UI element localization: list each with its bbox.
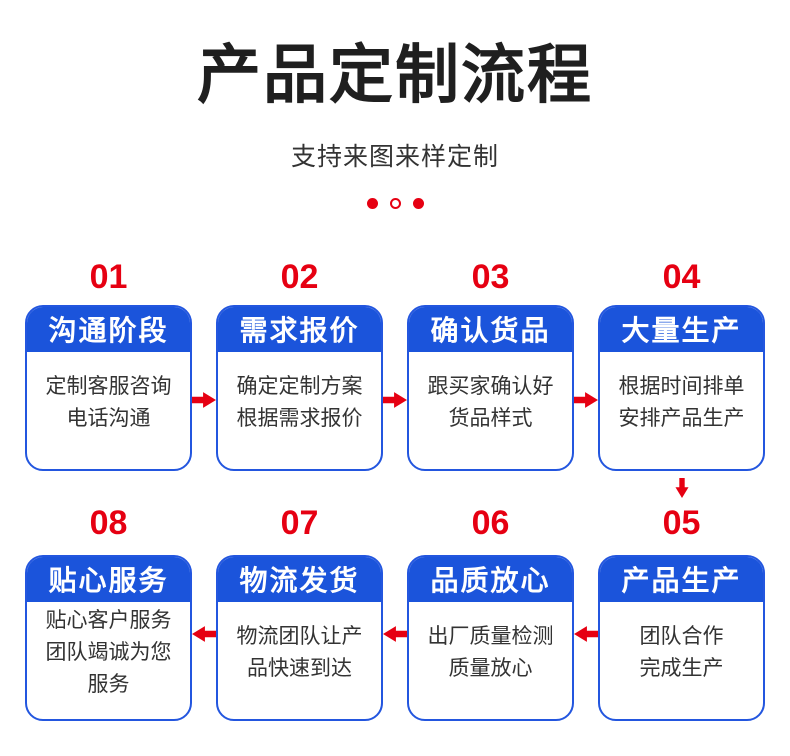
step-number-01: 01: [89, 258, 128, 296]
step-card-title: 产品生产: [600, 557, 763, 602]
step-card-05: 产品生产 团队合作 完成生产: [598, 555, 765, 721]
step-card-desc: 贴心客户服务 团队竭诚为您 服务: [45, 608, 172, 696]
step-card-title: 物流发货: [218, 557, 381, 602]
step-card-07: 物流发货 物流团队让产 品快速到达: [216, 555, 383, 721]
dot-indicators: [0, 198, 790, 209]
arrow-left-icon: [192, 555, 216, 721]
step-card-desc: 团队合作 完成生产: [639, 624, 724, 680]
step-card-01: 沟通阶段 定制客服咨询 电话沟通: [25, 305, 192, 471]
step-card-desc: 确定定制方案 根据需求报价: [236, 374, 363, 430]
step-card-desc: 出厂质量检测 质量放心: [427, 624, 554, 680]
step-card-row-1: 沟通阶段 定制客服咨询 电话沟通 需求报价 确定定制方案 根据需求报价 确认货品…: [25, 305, 765, 471]
step-card-03: 确认货品 跟买家确认好 货品样式: [407, 305, 574, 471]
step-card-title: 贴心服务: [27, 557, 190, 602]
step-number-03: 03: [471, 258, 510, 296]
step-card-title: 品质放心: [409, 557, 572, 602]
step-card-title: 沟通阶段: [27, 307, 190, 352]
arrow-left-icon: [574, 555, 598, 721]
step-number-07: 07: [280, 504, 319, 542]
step-card-title: 大量生产: [600, 307, 763, 352]
step-card-desc: 根据时间排单 安排产品生产: [618, 374, 745, 430]
arrow-down-icon: [598, 471, 765, 505]
page-subtitle: 支持来图来样定制: [290, 143, 499, 171]
step-card-08: 贴心服务 贴心客户服务 团队竭诚为您 服务: [25, 555, 192, 721]
row-connector: [25, 471, 765, 505]
step-number-row-1: 01 02 03 04: [25, 259, 765, 295]
step-card-title: 需求报价: [218, 307, 381, 352]
step-card-06: 品质放心 出厂质量检测 质量放心: [407, 555, 574, 721]
process-flow: 01 02 03 04 沟通阶段 定制客服咨询 电话沟通 需求报价 确定定制方案…: [25, 259, 765, 721]
page-title: 产品定制流程: [197, 39, 593, 111]
step-number-05: 05: [662, 504, 701, 542]
step-card-desc: 跟买家确认好 货品样式: [427, 374, 554, 430]
dot-filled-icon: [366, 198, 378, 209]
step-number-02: 02: [280, 258, 319, 296]
step-card-title: 确认货品: [409, 307, 572, 352]
step-number-04: 04: [662, 258, 701, 296]
step-card-row-2: 贴心服务 贴心客户服务 团队竭诚为您 服务 物流发货 物流团队让产 品快速到达 …: [25, 555, 765, 721]
dot-outline-icon: [389, 198, 401, 209]
arrow-right-icon: [192, 305, 216, 471]
dot-filled-icon: [412, 198, 424, 209]
step-number-row-2: 08 07 06 05: [25, 505, 765, 541]
step-card-desc: 物流团队让产 品快速到达: [236, 624, 363, 680]
step-card-desc: 定制客服咨询 电话沟通: [45, 374, 172, 430]
arrow-right-icon: [574, 305, 598, 471]
step-number-08: 08: [89, 504, 128, 542]
step-card-02: 需求报价 确定定制方案 根据需求报价: [216, 305, 383, 471]
step-card-04: 大量生产 根据时间排单 安排产品生产: [598, 305, 765, 471]
arrow-left-icon: [383, 555, 407, 721]
step-number-06: 06: [471, 504, 510, 542]
arrow-right-icon: [383, 305, 407, 471]
